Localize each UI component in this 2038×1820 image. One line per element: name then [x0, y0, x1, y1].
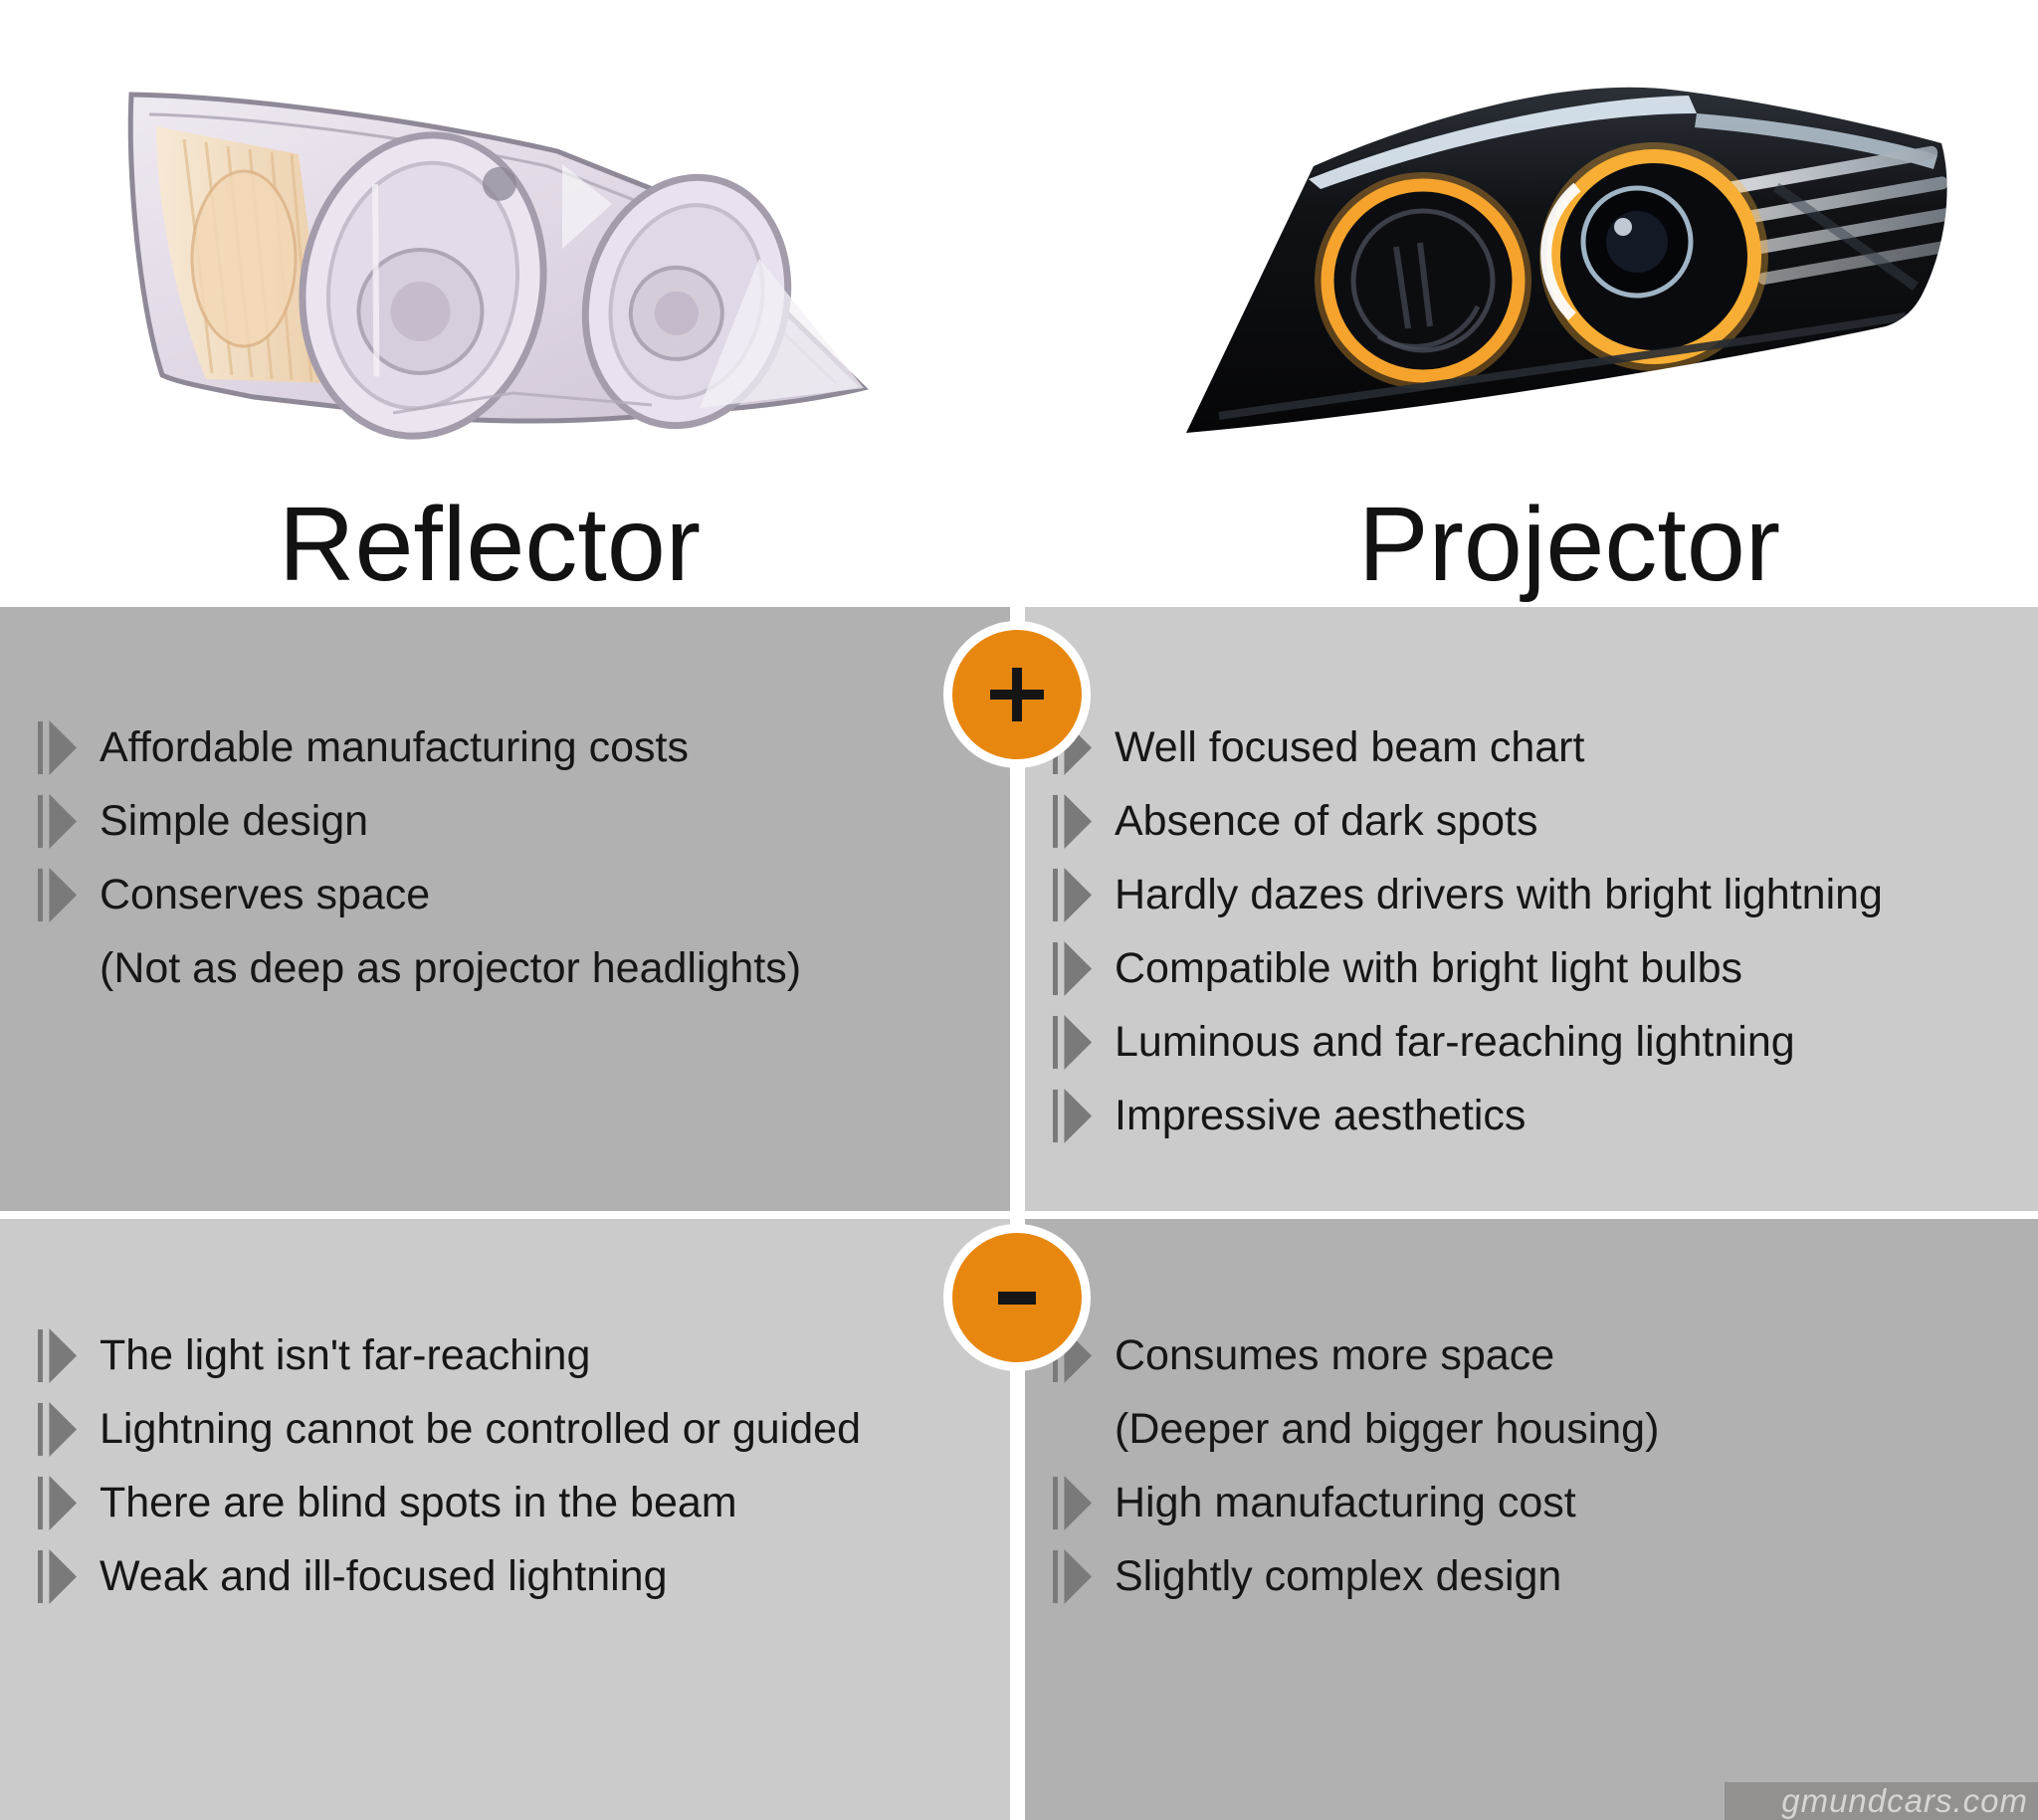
list-item: Conserves space: [38, 858, 1010, 931]
projector-pros-list: Well focused beam chart Absence of dark …: [1025, 710, 2038, 1152]
list-item: There are blind spots in the beam: [38, 1466, 1010, 1539]
list-item: (Not as deep as projector headlights): [38, 931, 1010, 1005]
list-item-label: Conserves space: [100, 871, 431, 918]
list-item-label: Weak and ill-focused lightning: [100, 1552, 668, 1600]
list-item: Impressive aesthetics: [1053, 1079, 2038, 1152]
list-item-label: (Deeper and bigger housing): [1115, 1405, 1660, 1453]
bullet-arrow-icon: [38, 1475, 78, 1530]
list-item: Weak and ill-focused lightning: [38, 1539, 1010, 1613]
watermark-text: gmundcars.com: [1781, 1782, 2028, 1819]
bullet-arrow-icon: [1053, 1088, 1093, 1143]
reflector-pros-panel: Affordable manufacturing costs Simple de…: [0, 607, 1010, 1211]
minus-icon: [998, 1291, 1036, 1305]
list-item-label: Consumes more space: [1115, 1331, 1555, 1379]
list-item: (Deeper and bigger housing): [1053, 1392, 2038, 1466]
bullet-arrow-icon: [38, 1401, 78, 1457]
bullet-arrow-icon: [38, 793, 78, 849]
list-item-label: The light isn't far-reaching: [100, 1331, 591, 1379]
list-item: High manufacturing cost: [1053, 1466, 2038, 1539]
list-item-label: High manufacturing cost: [1115, 1479, 1576, 1526]
bullet-arrow-icon: [38, 1548, 78, 1604]
bullet-arrow-icon: [1053, 867, 1093, 922]
list-item: Hardly dazes drivers with bright lightni…: [1053, 858, 2038, 931]
bullet-arrow-icon: [1053, 940, 1093, 996]
list-item-label: Compatible with bright light bulbs: [1115, 944, 1742, 992]
list-item-label: Hardly dazes drivers with bright lightni…: [1115, 871, 1883, 918]
plus-icon: [990, 668, 1044, 721]
reflector-headlight-image: [127, 92, 869, 440]
pros-badge: [943, 621, 1091, 768]
list-item-label: Slightly complex design: [1115, 1552, 1562, 1600]
header-section: Reflector Projector: [0, 0, 2038, 607]
list-item-label: Simple design: [100, 797, 369, 845]
list-item-label: (Not as deep as projector headlights): [100, 944, 802, 992]
list-item-label: Impressive aesthetics: [1115, 1092, 1527, 1139]
list-item: Lightning cannot be controlled or guided: [38, 1392, 1010, 1466]
list-item-label: There are blind spots in the beam: [100, 1479, 737, 1526]
projector-title: Projector: [1357, 486, 1781, 603]
list-item: Consumes more space: [1053, 1318, 2038, 1392]
projector-cons-list: Consumes more space (Deeper and bigger h…: [1025, 1318, 2038, 1613]
reflector-title: Reflector: [278, 486, 702, 603]
reflector-cons-panel: The light isn't far-reaching Lightning c…: [0, 1219, 1010, 1820]
list-item: Affordable manufacturing costs: [38, 710, 1010, 784]
bullet-arrow-icon: [38, 719, 78, 775]
list-item: Luminous and far-reaching lightning: [1053, 1005, 2038, 1079]
bullet-arrow-icon: [38, 867, 78, 922]
list-item-label: Well focused beam chart: [1115, 723, 1585, 771]
reflector-pros-list: Affordable manufacturing costs Simple de…: [0, 710, 1010, 1005]
cons-badge: [943, 1224, 1091, 1371]
list-item: Simple design: [38, 784, 1010, 858]
list-item: Absence of dark spots: [1053, 784, 2038, 858]
list-item-label: Affordable manufacturing costs: [100, 723, 689, 771]
list-item: Compatible with bright light bulbs: [1053, 931, 2038, 1005]
list-item-label: Absence of dark spots: [1115, 797, 1538, 845]
list-item: Slightly complex design: [1053, 1539, 2038, 1613]
bullet-arrow-icon: [38, 1327, 78, 1383]
projector-headlight-image: [1186, 87, 1947, 434]
projector-cons-panel: Consumes more space (Deeper and bigger h…: [1025, 1219, 2038, 1820]
reflector-cons-list: The light isn't far-reaching Lightning c…: [0, 1318, 1010, 1613]
list-item-label: Lightning cannot be controlled or guided: [100, 1405, 862, 1453]
list-item: Well focused beam chart: [1053, 710, 2038, 784]
bullet-arrow-icon: [1053, 1475, 1093, 1530]
list-item-label: Luminous and far-reaching lightning: [1115, 1018, 1795, 1066]
projector-pros-panel: Well focused beam chart Absence of dark …: [1025, 607, 2038, 1211]
list-item: The light isn't far-reaching: [38, 1318, 1010, 1392]
bullet-arrow-icon: [1053, 1548, 1093, 1604]
bullet-arrow-icon: [1053, 1014, 1093, 1070]
watermark-bar: gmundcars.com: [1725, 1782, 2038, 1820]
bullet-arrow-icon: [1053, 793, 1093, 849]
